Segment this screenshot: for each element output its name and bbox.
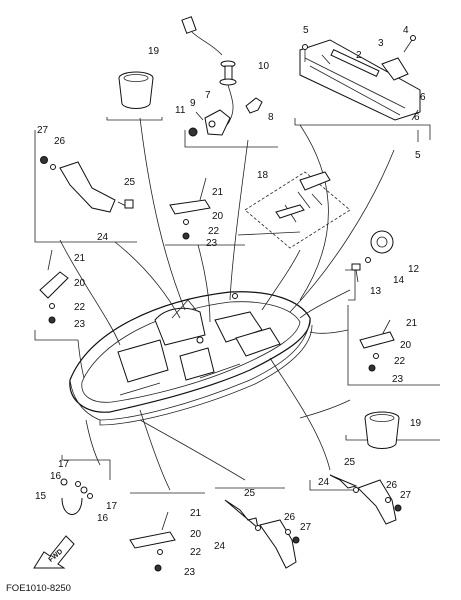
callout: 24 bbox=[318, 477, 330, 488]
callout: 12 bbox=[408, 264, 420, 275]
callout: 2 bbox=[356, 50, 362, 61]
callout: 3 bbox=[378, 38, 384, 49]
callout: 17 bbox=[106, 501, 118, 512]
callout: 20 bbox=[400, 340, 412, 351]
callout: 8 bbox=[268, 112, 274, 123]
drain-plug-set bbox=[351, 230, 394, 283]
callout: 23 bbox=[392, 374, 404, 385]
top-right-assembly bbox=[299, 35, 421, 142]
u-bolt-set bbox=[60, 478, 93, 515]
callout: 7 bbox=[205, 90, 211, 101]
callout: 5 bbox=[303, 25, 309, 36]
callout: 21 bbox=[190, 508, 202, 519]
callout: 18 bbox=[257, 170, 269, 181]
callout: 22 bbox=[208, 226, 220, 237]
callout: 27 bbox=[37, 125, 49, 136]
callout: 22 bbox=[74, 302, 86, 313]
callout: 20 bbox=[212, 211, 224, 222]
callout: 14 bbox=[393, 275, 405, 286]
item-18-dashed-box bbox=[244, 171, 351, 249]
callout: 15 bbox=[35, 491, 47, 502]
callout: 9 bbox=[190, 98, 196, 109]
callout: 26 bbox=[54, 136, 66, 147]
bracket-set-5 bbox=[129, 511, 176, 572]
cup-holder-right bbox=[364, 411, 400, 449]
callout: 22 bbox=[394, 356, 406, 367]
callout: 19 bbox=[410, 418, 422, 429]
group-brackets bbox=[34, 117, 440, 494]
callout: 20 bbox=[74, 278, 86, 289]
callout: 17 bbox=[58, 459, 70, 470]
callout: 16 bbox=[50, 471, 62, 482]
callout: 27 bbox=[300, 522, 312, 533]
callout: 21 bbox=[212, 187, 224, 198]
callout: 13 bbox=[370, 286, 382, 297]
callout: 4 bbox=[403, 25, 409, 36]
bracket-set-2 bbox=[169, 177, 211, 240]
callout: 25 bbox=[344, 457, 356, 468]
grab-handle-left bbox=[40, 156, 134, 213]
callout: 20 bbox=[190, 529, 202, 540]
callout: 27 bbox=[400, 490, 412, 501]
inset-18-bracket bbox=[275, 171, 331, 223]
bracket-set-4 bbox=[359, 319, 395, 372]
callout: 6 bbox=[414, 112, 420, 123]
callout: 16 bbox=[97, 513, 109, 524]
callout: 23 bbox=[74, 319, 86, 330]
wire-harness bbox=[181, 16, 237, 129]
grab-handle-bottom-right bbox=[329, 474, 402, 525]
lamp-assembly bbox=[188, 97, 263, 137]
diagram-code: FOE1010-8250 bbox=[6, 583, 71, 594]
callout: 22 bbox=[190, 547, 202, 558]
boat-hull bbox=[69, 291, 313, 426]
callout: 21 bbox=[406, 318, 418, 329]
leader-lines bbox=[59, 117, 395, 491]
callout: 26 bbox=[386, 480, 398, 491]
callout: 11 bbox=[175, 105, 186, 116]
callout: 24 bbox=[97, 232, 109, 243]
callout: 25 bbox=[124, 177, 136, 188]
grab-handle-bottom bbox=[224, 499, 300, 569]
callout-labels: 5 4 3 2 6 6 5 19 10 9 7 11 8 27 26 25 24… bbox=[35, 25, 426, 578]
bracket-set-3 bbox=[39, 249, 69, 324]
callout: 23 bbox=[206, 238, 218, 249]
callout: 19 bbox=[148, 46, 160, 57]
callout: 21 bbox=[74, 253, 86, 264]
callout: 24 bbox=[214, 541, 226, 552]
fwd-arrow-icon: FWD bbox=[33, 535, 75, 569]
callout: 6 bbox=[420, 92, 426, 103]
callout: 26 bbox=[284, 512, 296, 523]
callout: 10 bbox=[258, 61, 270, 72]
callout: 25 bbox=[244, 488, 256, 499]
callout: 5 bbox=[415, 150, 421, 161]
cup-holder-top bbox=[118, 71, 154, 109]
callout: 23 bbox=[184, 567, 196, 578]
